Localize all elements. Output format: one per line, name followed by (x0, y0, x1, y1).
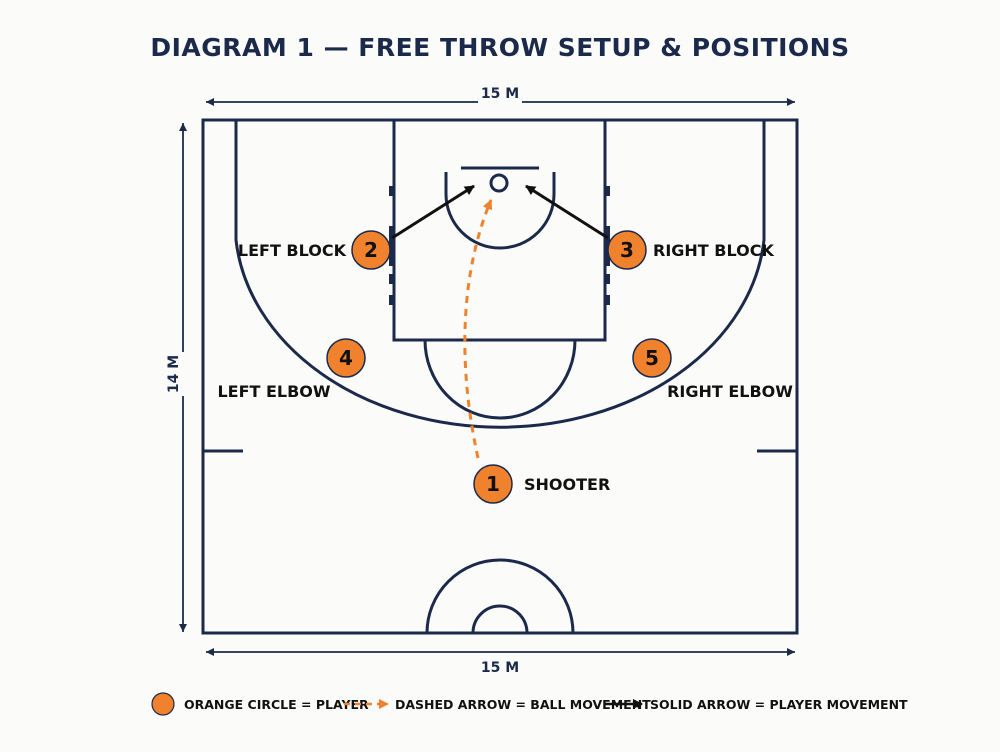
three-point-line (234, 120, 766, 429)
player-5-number: 5 (645, 346, 659, 370)
player-1-label: SHOOTER (524, 475, 610, 494)
legend-player-swatch (151, 692, 175, 716)
player-3-number: 3 (620, 238, 634, 262)
player-2-label: LEFT BLOCK (238, 241, 347, 260)
player-3-movement-arrow (525, 184, 609, 240)
player-5: 5 RIGHT ELBOW (632, 338, 793, 401)
player-3-label: RIGHT BLOCK (653, 241, 774, 260)
player-4-marker (326, 338, 366, 378)
left-dimension-label: 14 M (166, 355, 182, 393)
diagram-title: DIAGRAM 1 — FREE THROW SETUP & POSITIONS (150, 33, 849, 62)
player-4-number: 4 (339, 346, 353, 370)
player-3-marker (607, 230, 647, 270)
free-throw-circle (423, 339, 577, 420)
bottom-dimension-label: 15 M (481, 660, 519, 676)
legend: ORANGE CIRCLE = PLAYER DASHED ARROW = BA… (151, 692, 908, 716)
player-4-label: LEFT ELBOW (217, 382, 330, 401)
player-2-marker (351, 230, 391, 270)
player-4: 4 LEFT ELBOW (217, 338, 366, 401)
player-2-number: 2 (364, 238, 378, 262)
left-dimension: 14 M (166, 123, 196, 632)
rim (489, 173, 509, 193)
player-1-number: 1 (486, 472, 500, 496)
half-court (201, 118, 799, 635)
bottom-dimension: 15 M (206, 648, 795, 676)
player-1-marker (473, 464, 513, 504)
restricted-area (444, 172, 556, 250)
free-throw-lane (392, 118, 607, 342)
top-dimension: 15 M (206, 86, 795, 108)
center-circle-outer (425, 558, 575, 634)
player-3: 3 RIGHT BLOCK (607, 230, 774, 270)
legend-player-label: ORANGE CIRCLE = PLAYER (184, 697, 369, 712)
player-1: 1 SHOOTER (473, 464, 610, 504)
player-2: 2 LEFT BLOCK (238, 230, 391, 270)
player-5-label: RIGHT ELBOW (667, 382, 793, 401)
center-circle-inner (471, 604, 529, 634)
legend-ball-label: DASHED ARROW = BALL MOVEMENT (395, 697, 651, 712)
player-5-marker (632, 338, 672, 378)
lane-hash-marks (389, 186, 610, 305)
legend-movement-label: SOLID ARROW = PLAYER MOVEMENT (650, 697, 908, 712)
court-boundary (201, 118, 799, 635)
top-dimension-label: 15 M (481, 86, 519, 102)
player-2-movement-arrow (391, 184, 475, 240)
